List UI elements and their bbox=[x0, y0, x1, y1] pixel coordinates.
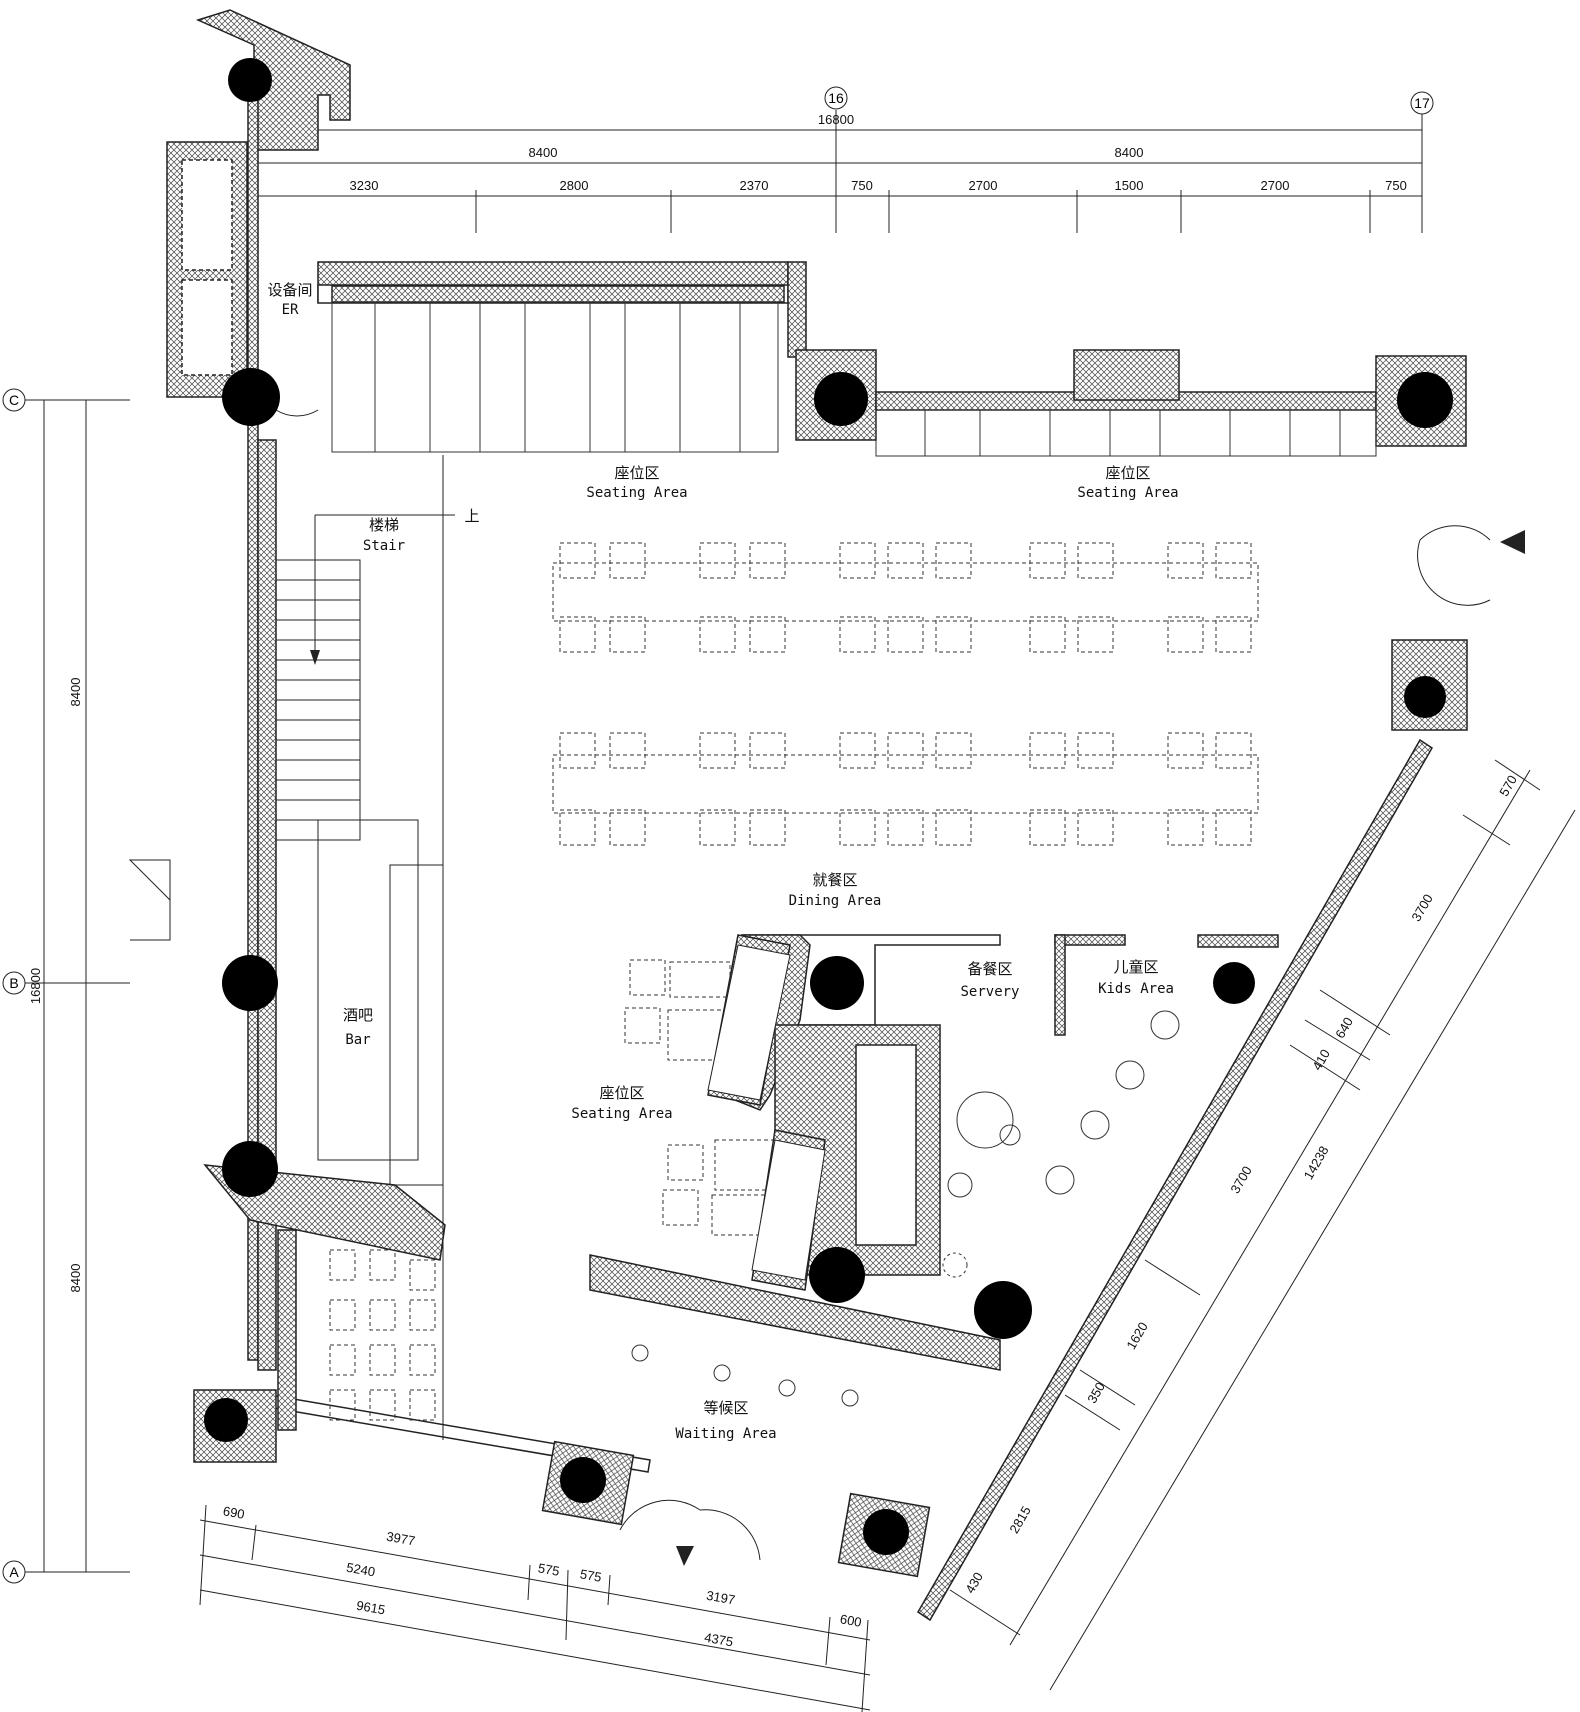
column-5 bbox=[1404, 676, 1446, 718]
dim-bottom-600: 600 bbox=[839, 1611, 863, 1630]
walls bbox=[166, 9, 1468, 1622]
entrance-arrow-icon-bottom bbox=[676, 1546, 694, 1566]
grid-label-16: 16 bbox=[828, 90, 844, 106]
column-4 bbox=[1397, 372, 1453, 428]
dim-bottom-690: 690 bbox=[222, 1503, 246, 1522]
dimension-lines-bottom bbox=[199, 1504, 871, 1712]
dim-top-seg-7: 2700 bbox=[1261, 178, 1290, 193]
window-frames-top bbox=[331, 301, 1377, 457]
dim-diag-430: 430 bbox=[962, 1570, 986, 1596]
room-waiting-zh: 等候区 bbox=[703, 1399, 748, 1417]
grid-label-c: C bbox=[9, 392, 19, 408]
column-10 bbox=[809, 1247, 865, 1303]
dim-left-half-2: 8400 bbox=[68, 1264, 83, 1293]
stair bbox=[275, 455, 455, 1440]
column-6 bbox=[222, 955, 278, 1011]
dim-top-half-2: 8400 bbox=[1115, 145, 1144, 160]
room-seating-mid-en: Seating Area bbox=[571, 1106, 672, 1122]
dimension-lines-top bbox=[250, 110, 1423, 233]
room-seating-mid-zh: 座位区 bbox=[599, 1084, 644, 1102]
dim-diag-3700a: 3700 bbox=[1408, 891, 1435, 924]
room-servery-en: Servery bbox=[960, 984, 1019, 1000]
entrance-arrow-icon-right bbox=[1500, 530, 1525, 554]
dim-diag-410: 410 bbox=[1309, 1047, 1333, 1073]
kids-play-circles bbox=[942, 1010, 1180, 1278]
dim-bottom-3977: 3977 bbox=[385, 1529, 416, 1549]
dim-bottom-9615: 9615 bbox=[355, 1598, 386, 1618]
column-13 bbox=[560, 1457, 606, 1503]
dim-bottom-5240: 5240 bbox=[345, 1560, 376, 1580]
dimension-lines-left bbox=[24, 399, 130, 1573]
grid-axis-top: 16 17 bbox=[824, 86, 1434, 115]
dim-bottom-575b: 575 bbox=[579, 1566, 603, 1585]
room-seating-top-right-zh: 座位区 bbox=[1105, 464, 1150, 482]
dining-tables-top bbox=[552, 542, 1259, 846]
stair-arrow-icon bbox=[310, 650, 320, 665]
dim-diag-2815: 2815 bbox=[1006, 1503, 1033, 1536]
dim-left-total: 16800 bbox=[28, 968, 43, 1004]
dim-diag-1620: 1620 bbox=[1123, 1319, 1150, 1352]
dim-top-seg-4: 750 bbox=[851, 178, 873, 193]
column-2 bbox=[222, 368, 280, 426]
column-11 bbox=[974, 1281, 1032, 1339]
grid-axis-left: C B A bbox=[2, 388, 26, 1584]
dim-diag-640: 640 bbox=[1332, 1015, 1356, 1041]
room-stair-zh: 楼梯 bbox=[369, 516, 399, 534]
dim-diag-570: 570 bbox=[1496, 773, 1520, 799]
room-kids-zh: 儿童区 bbox=[1113, 958, 1158, 976]
room-er-zh: 设备间 bbox=[267, 281, 312, 299]
column-7 bbox=[810, 956, 864, 1010]
room-waiting-en: Waiting Area bbox=[675, 1426, 776, 1442]
column-3 bbox=[814, 372, 868, 426]
doors bbox=[128, 409, 1491, 1561]
dim-top-half-1: 8400 bbox=[529, 145, 558, 160]
room-stair-en: Stair bbox=[363, 538, 405, 554]
grid-label-b: B bbox=[9, 975, 18, 991]
dim-bottom-4375: 4375 bbox=[703, 1630, 734, 1650]
room-er-en: ER bbox=[282, 302, 299, 318]
dim-top-seg-8: 750 bbox=[1385, 178, 1407, 193]
dim-top-seg-1: 3230 bbox=[350, 178, 379, 193]
dimension-text-top: 16800 8400 8400 3230 2800 2370 750 2700 … bbox=[350, 112, 1407, 193]
room-servery-zh: 备餐区 bbox=[967, 960, 1012, 978]
column-8 bbox=[1213, 962, 1255, 1004]
room-labels: 设备间 ER 座位区 Seating Area 座位区 Seating Area… bbox=[267, 281, 1178, 1442]
dim-diag-350: 350 bbox=[1084, 1380, 1108, 1406]
room-dining-en: Dining Area bbox=[789, 893, 882, 909]
room-dining-zh: 就餐区 bbox=[812, 871, 857, 889]
room-seating-top-left-en: Seating Area bbox=[586, 485, 687, 501]
column-14 bbox=[863, 1509, 909, 1555]
dim-top-seg-2: 2800 bbox=[560, 178, 589, 193]
dimension-text-diagonal: 570 3700 640 410 3700 1620 350 2815 430 … bbox=[962, 773, 1520, 1596]
column-9 bbox=[222, 1141, 278, 1197]
dim-diag-3700b: 3700 bbox=[1227, 1163, 1254, 1196]
room-seating-top-left-zh: 座位区 bbox=[614, 464, 659, 482]
grid-label-17: 17 bbox=[1414, 95, 1430, 111]
grid-label-a: A bbox=[9, 1564, 19, 1580]
dim-bottom-3197: 3197 bbox=[705, 1588, 736, 1608]
dim-left-half-1: 8400 bbox=[68, 678, 83, 707]
dimension-text-bottom: 690 3977 5240 575 575 3197 9615 4375 600 bbox=[222, 1503, 863, 1649]
dimension-lines-diagonal bbox=[949, 759, 1576, 1691]
dim-top-seg-5: 2700 bbox=[969, 178, 998, 193]
column-12 bbox=[204, 1398, 248, 1442]
dim-top-seg-3: 2370 bbox=[740, 178, 769, 193]
dining-tables-mid bbox=[329, 959, 776, 1421]
room-bar-zh: 酒吧 bbox=[343, 1006, 373, 1024]
room-bar-en: Bar bbox=[345, 1032, 370, 1048]
structural-columns bbox=[204, 58, 1453, 1555]
bar-counter bbox=[317, 819, 444, 1186]
room-seating-top-right-en: Seating Area bbox=[1077, 485, 1178, 501]
column-1 bbox=[228, 58, 272, 102]
dim-bottom-575a: 575 bbox=[537, 1560, 561, 1579]
dim-top-total: 16800 bbox=[818, 112, 854, 127]
room-kids-en: Kids Area bbox=[1098, 981, 1174, 997]
waiting-stools bbox=[631, 1344, 859, 1407]
benches bbox=[707, 944, 826, 1281]
dimension-text-left: 16800 8400 8400 bbox=[28, 678, 83, 1293]
dim-top-seg-6: 1500 bbox=[1115, 178, 1144, 193]
stair-up-label: 上 bbox=[464, 507, 479, 525]
